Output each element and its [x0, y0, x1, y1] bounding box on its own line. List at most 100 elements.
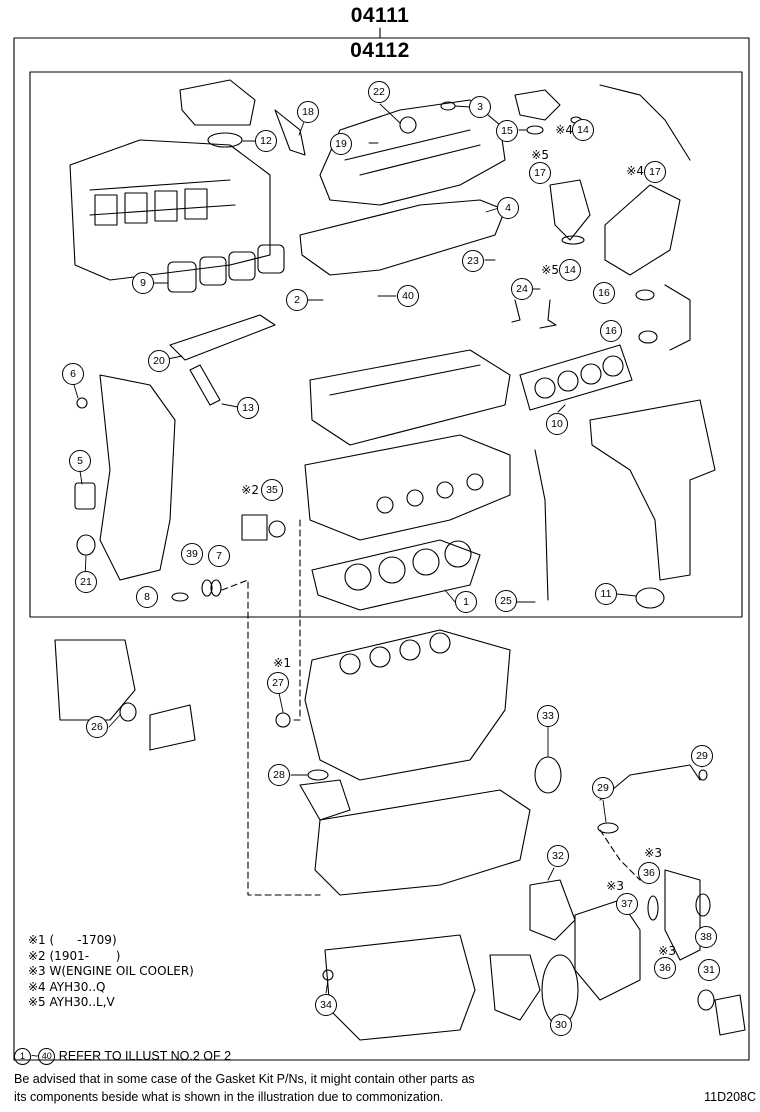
- seal-21: [76, 534, 96, 556]
- callout-21[interactable]: 21: [75, 571, 97, 593]
- dipstick-guide: [534, 449, 549, 601]
- gasket-38: [695, 893, 711, 917]
- cylinder-block: [304, 629, 511, 781]
- callout-36-upper[interactable]: 36: [638, 862, 660, 884]
- callout-37[interactable]: 37: [616, 893, 638, 915]
- range-separator: ~: [31, 1048, 39, 1063]
- callout-12[interactable]: 12: [255, 130, 277, 152]
- rear-oil-seal-retainer: [54, 639, 136, 721]
- callout-8[interactable]: 8: [136, 586, 158, 608]
- intake-gaskets: [167, 244, 285, 293]
- callout-13[interactable]: 13: [237, 397, 259, 419]
- callout-9[interactable]: 9: [132, 272, 154, 294]
- head-cover: [319, 99, 506, 206]
- oil-cap-gasket: [399, 116, 417, 134]
- callout-2[interactable]: 2: [286, 289, 308, 311]
- range-end-icon: 40: [38, 1048, 56, 1065]
- callout-33[interactable]: 33: [537, 705, 559, 727]
- callout-19[interactable]: 19: [330, 133, 352, 155]
- callout-18[interactable]: 18: [297, 101, 319, 123]
- o-ring-7: [210, 579, 222, 597]
- injector: [274, 109, 306, 156]
- oil-pan-upper: [314, 789, 531, 896]
- callout-30[interactable]: 30: [550, 1014, 572, 1036]
- gasket-16b: [638, 330, 658, 344]
- callout-3[interactable]: 3: [469, 96, 491, 118]
- callout-27[interactable]: 27: [267, 672, 289, 694]
- sensor: [514, 89, 561, 121]
- callout-40[interactable]: 40: [397, 285, 419, 307]
- o-ring-27: [275, 712, 291, 728]
- callout-29-right[interactable]: 29: [691, 745, 713, 767]
- gasket-14: [561, 235, 585, 245]
- exhaust-manifold-gasket: [519, 344, 633, 411]
- gasket-28: [307, 769, 329, 781]
- legend-note-3: ※3 W(ENGINE OIL COOLER): [28, 964, 194, 978]
- mark-note-4-upper: ※4: [555, 123, 573, 137]
- injector-lower: [189, 364, 221, 406]
- callout-17-right[interactable]: 17: [644, 161, 666, 183]
- callout-34[interactable]: 34: [315, 994, 337, 1016]
- callout-16-upper[interactable]: 16: [593, 282, 615, 304]
- callout-24[interactable]: 24: [511, 278, 533, 300]
- callout-35[interactable]: 35: [261, 479, 283, 501]
- callout-15[interactable]: 15: [496, 120, 518, 142]
- callout-10[interactable]: 10: [546, 413, 568, 435]
- callout-26[interactable]: 26: [86, 716, 108, 738]
- callout-5[interactable]: 5: [69, 450, 91, 472]
- callout-22[interactable]: 22: [368, 81, 390, 103]
- callout-17-left[interactable]: 17: [529, 162, 551, 184]
- advice-line-1: Be advised that in some case of the Gask…: [14, 1072, 475, 1086]
- callout-14-lower[interactable]: 14: [559, 259, 581, 281]
- callout-7[interactable]: 7: [208, 545, 230, 567]
- callout-31[interactable]: 31: [698, 959, 720, 981]
- callout-25[interactable]: 25: [495, 590, 517, 612]
- kit-frame: [13, 37, 750, 1061]
- callout-16-lower[interactable]: 16: [600, 320, 622, 342]
- wire-harness: [599, 84, 691, 161]
- callout-11[interactable]: 11: [595, 583, 617, 605]
- callout-4[interactable]: 4: [497, 197, 519, 219]
- callout-23[interactable]: 23: [462, 250, 484, 272]
- advice-line-2: its components beside what is shown in t…: [14, 1090, 444, 1104]
- callout-1[interactable]: 1: [455, 591, 477, 613]
- applicability-legend: ※1 ( -1709) ※2 (1901- ) ※3 W(ENGINE OIL …: [28, 933, 194, 1011]
- callout-36-lower[interactable]: 36: [654, 957, 676, 979]
- callout-14-upper[interactable]: 14: [572, 119, 594, 141]
- fuel-rail: [169, 314, 276, 361]
- gasket-32: [529, 879, 576, 941]
- callout-32[interactable]: 32: [547, 845, 569, 867]
- refer-note: 1~40 REFER TO ILLUST NO.2 OF 2: [14, 1048, 231, 1065]
- dashed-leader-lines: [221, 519, 641, 896]
- legend-note-1: ※1 ( -1709): [28, 933, 117, 947]
- egr-pipe: [664, 284, 691, 351]
- o-ring-35: [268, 520, 286, 538]
- cylinder-head-gasket: [311, 539, 481, 611]
- illustration-id: 11D208C: [704, 1090, 756, 1104]
- oil-pump-strainer: [299, 779, 351, 821]
- legend-note-5: ※5 AYH30..L,V: [28, 995, 115, 1009]
- callout-28[interactable]: 28: [268, 764, 290, 786]
- drain-plug-gasket-34: [322, 969, 334, 981]
- callout-39[interactable]: 39: [181, 543, 203, 565]
- o-ring-39: [201, 579, 213, 597]
- callout-38[interactable]: 38: [695, 926, 717, 948]
- bracket: [149, 704, 196, 751]
- gasket-5: [74, 482, 96, 510]
- callout-6[interactable]: 6: [62, 363, 84, 385]
- sensor-31: [714, 994, 746, 1036]
- gasket-15: [526, 125, 544, 135]
- callout-29-left[interactable]: 29: [592, 777, 614, 799]
- thermostat-housing: [549, 179, 591, 241]
- exhaust-manifold-catalyst: [589, 399, 716, 581]
- mark-note-1: ※1: [273, 656, 291, 670]
- mark-note-2: ※2: [241, 483, 259, 497]
- oil-filter-bracket: [664, 869, 701, 961]
- refer-text: REFER TO ILLUST NO.2 OF 2: [58, 1048, 232, 1063]
- timing-chain-cover: [99, 374, 176, 581]
- callout-20[interactable]: 20: [148, 350, 170, 372]
- subkit-part-number: 04112: [350, 39, 410, 62]
- oil-cooler: [574, 899, 641, 1001]
- seal-6: [76, 397, 88, 409]
- kit-part-number: 04111: [350, 4, 410, 27]
